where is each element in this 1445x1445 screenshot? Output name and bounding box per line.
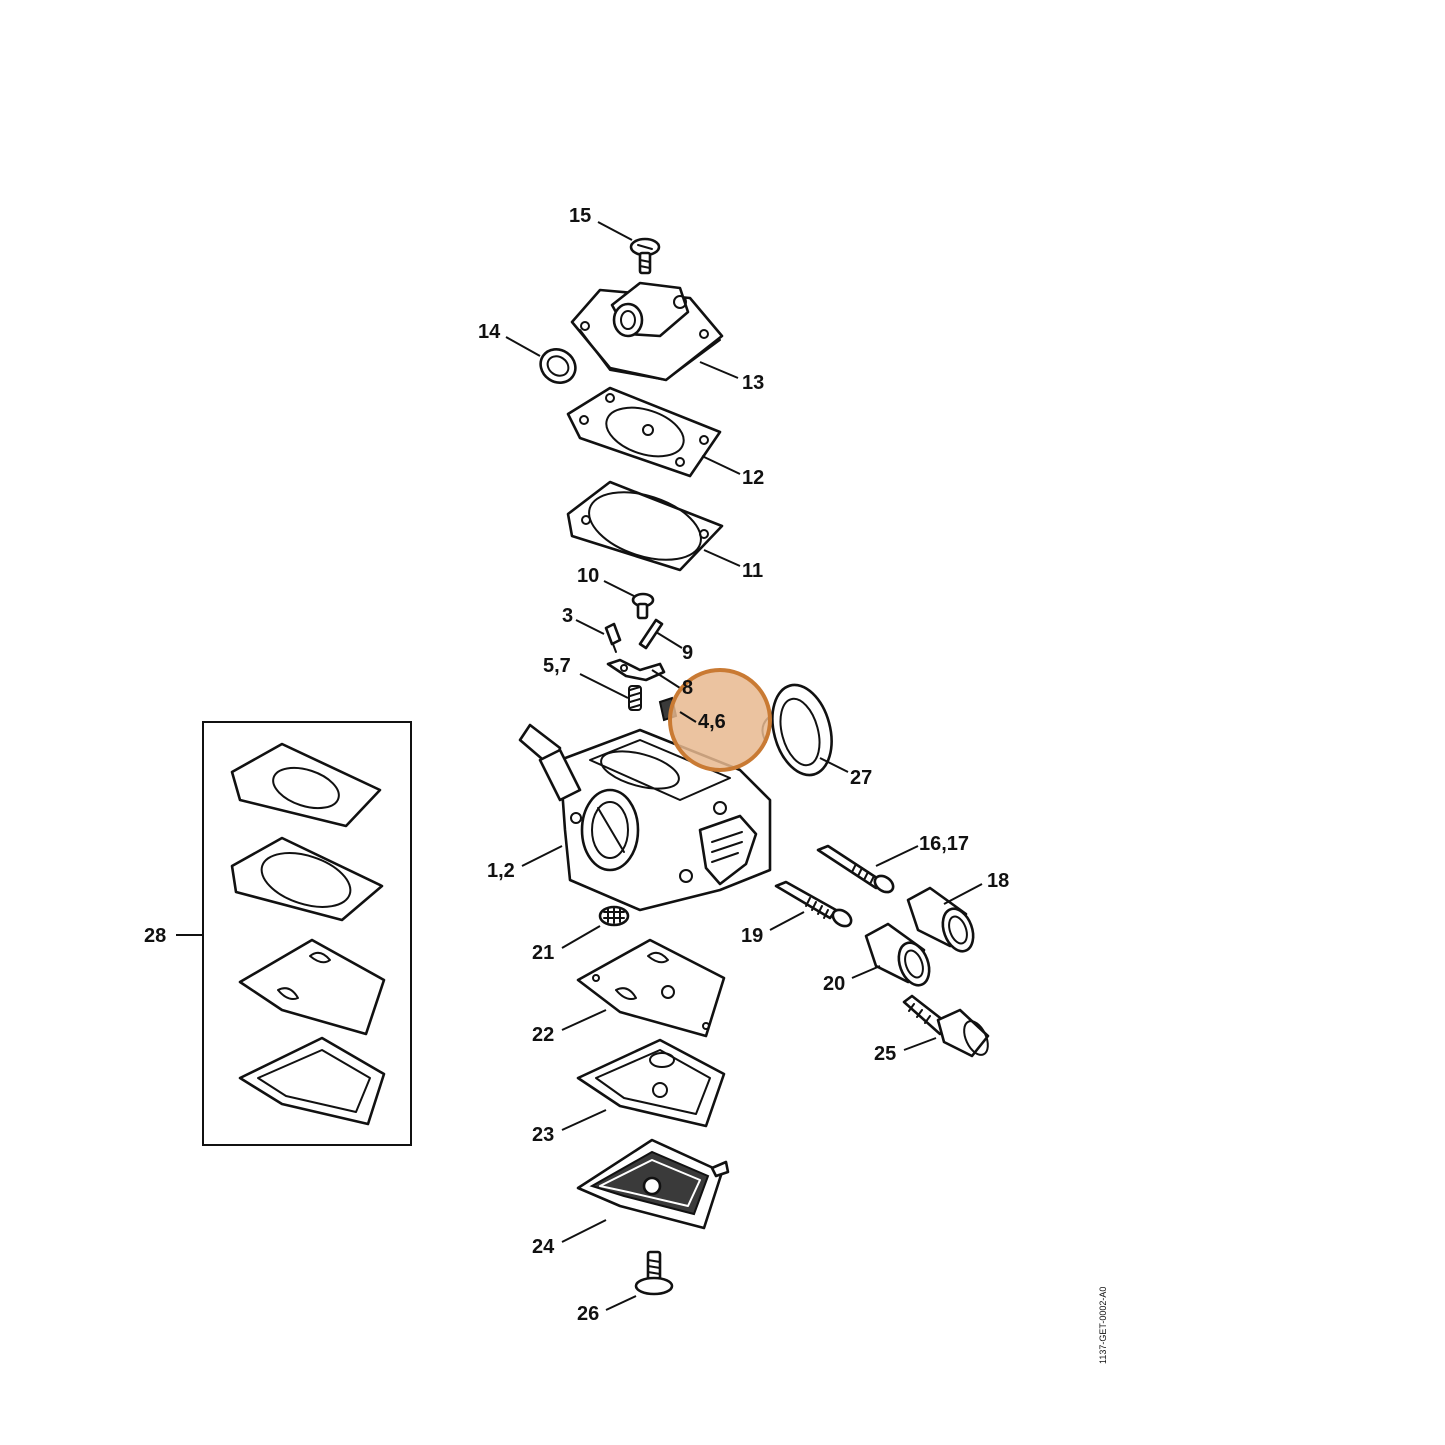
part-10-screw[interactable] bbox=[631, 592, 655, 620]
leader-lines bbox=[176, 221, 983, 1311]
callout-10: 10 bbox=[577, 565, 599, 587]
callout-labels: 15 14 13 12 11 10 3 9 5,7 8 27 1,2 16,17… bbox=[144, 205, 1009, 1325]
drawing-code: 1137-GET-0002-A0 bbox=[1098, 1287, 1108, 1364]
part-11-gasket[interactable] bbox=[566, 480, 724, 573]
callout-22: 22 bbox=[532, 1024, 554, 1046]
part-16-17-adjusting-screw[interactable] bbox=[816, 844, 896, 895]
part-15-screw[interactable] bbox=[629, 237, 661, 275]
callout-27: 27 bbox=[850, 767, 872, 789]
callout-11: 11 bbox=[742, 560, 763, 582]
callout-8: 8 bbox=[682, 677, 693, 699]
part-9-pin[interactable] bbox=[638, 618, 664, 650]
part-24-pump-cover[interactable] bbox=[576, 1138, 730, 1230]
callout-19: 19 bbox=[741, 925, 763, 947]
part-18-limiter-cap[interactable] bbox=[906, 886, 979, 955]
callout-14: 14 bbox=[478, 321, 501, 343]
callout-1-2: 1,2 bbox=[487, 860, 515, 882]
callout-24: 24 bbox=[532, 1236, 555, 1258]
part-5-7-spring[interactable] bbox=[628, 685, 642, 711]
callout-16-17: 16,17 bbox=[919, 833, 969, 855]
part-13-cover[interactable] bbox=[570, 281, 724, 382]
callout-26: 26 bbox=[577, 1303, 599, 1325]
part-3-inlet-needle[interactable] bbox=[604, 622, 622, 653]
callout-12: 12 bbox=[742, 467, 764, 489]
callout-9: 9 bbox=[682, 642, 693, 664]
part-20-limiter-cap[interactable] bbox=[864, 922, 935, 989]
highlight-marker[interactable]: 4,6 bbox=[668, 668, 772, 772]
callout-28: 28 bbox=[144, 925, 166, 947]
part-23-gasket[interactable] bbox=[576, 1038, 726, 1128]
part-12-diaphragm[interactable] bbox=[566, 386, 722, 478]
part-19-adjusting-screw[interactable] bbox=[774, 880, 854, 929]
part-27-cap[interactable] bbox=[761, 678, 841, 781]
part-26-screw[interactable] bbox=[634, 1250, 674, 1296]
part-1-2-carburetor-body[interactable] bbox=[518, 723, 772, 912]
callout-18: 18 bbox=[987, 870, 1009, 892]
part-25-adjusting-screw[interactable] bbox=[902, 994, 993, 1059]
callout-3: 3 bbox=[562, 605, 573, 627]
callout-5-7: 5,7 bbox=[543, 655, 571, 677]
callout-21: 21 bbox=[532, 942, 554, 964]
callout-23: 23 bbox=[532, 1124, 554, 1146]
callout-15: 15 bbox=[569, 205, 591, 227]
part-8-lever[interactable] bbox=[606, 658, 666, 682]
part-21-strainer[interactable] bbox=[598, 905, 630, 927]
part-14-ring[interactable] bbox=[534, 343, 582, 390]
callout-4-6: 4,6 bbox=[698, 711, 726, 733]
part-28-gasket-set[interactable] bbox=[202, 721, 412, 1146]
callout-20: 20 bbox=[823, 973, 845, 995]
callout-25: 25 bbox=[874, 1043, 896, 1065]
part-22-pump-diaphragm[interactable] bbox=[576, 938, 726, 1038]
callout-13: 13 bbox=[742, 372, 764, 394]
